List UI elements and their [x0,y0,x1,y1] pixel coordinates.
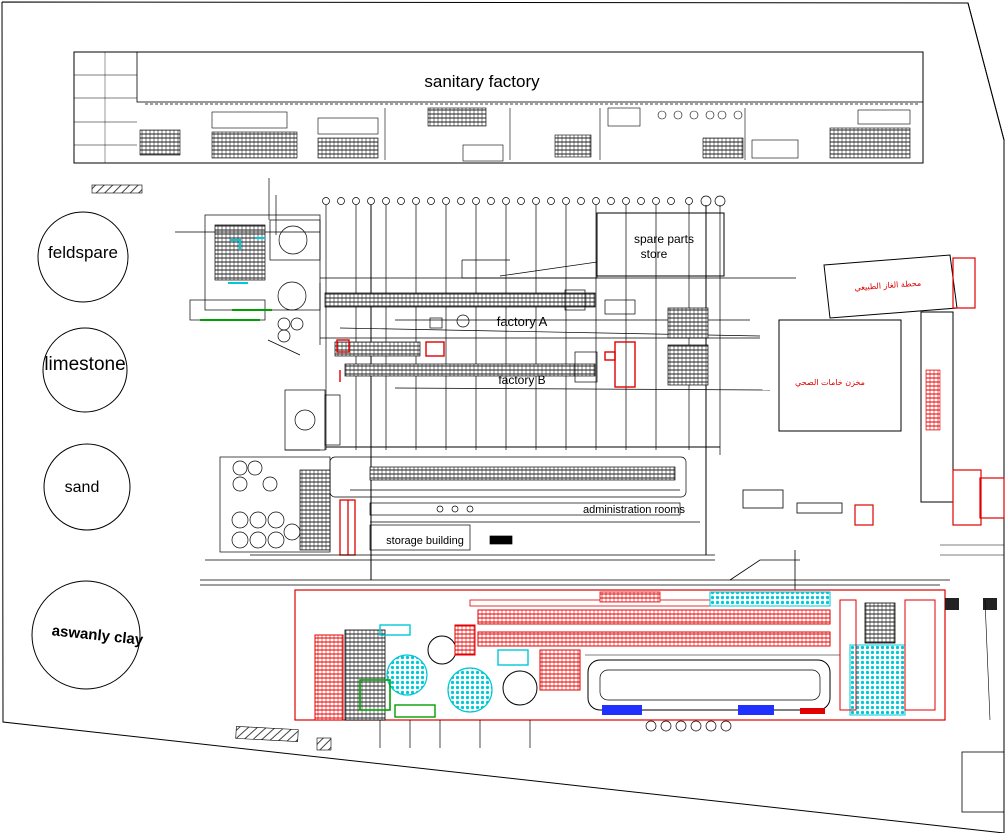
line-3-red [339,499,356,556]
feldspare-pile [37,211,129,303]
sand-pile [43,443,131,531]
factory-a-label: factory A [497,314,548,329]
feldspare-label: feldspare [48,243,118,262]
gate-structure [961,751,1005,813]
hatched-pad-small [316,737,332,751]
factory-b-label: factory B [498,373,545,387]
spare-parts-label-line1: spare parts [634,232,694,246]
sanitary-factory-building [73,51,924,164]
batching-plant-middle [284,389,341,451]
admin-strip [205,502,715,561]
sanitary-raw-materials-store [778,319,902,432]
red-equipment-right [925,369,941,431]
gas-station-label: محطة الغاز الطبيعي [854,279,921,293]
sand-label: sand [65,479,100,496]
production-line-3 [219,456,687,553]
green-ducts-top [200,309,272,321]
aswanly-clay-label: aswanly clay [51,622,145,649]
spare-parts-label-line2: store [641,247,668,261]
hatched-pad-bottom [235,726,299,742]
factory-b-line [320,337,771,391]
red-outline-right-2 [952,469,982,526]
bottom-factory [200,579,997,748]
factory-a-line [319,283,761,345]
sanitary-factory-label: sanitary factory [424,72,540,91]
aswanly-clay-pile [31,580,141,690]
ramp [461,260,598,279]
column-grid [268,178,726,580]
factory-b-red [336,339,636,388]
limestone-pile [42,327,128,413]
hatched-slab [91,184,143,194]
limestone-label: limestone [44,354,125,375]
gas-station-red-outline [952,257,976,309]
raw-materials-store-label: مخزن خامات الصحي [795,378,865,387]
administration-rooms-label: administration rooms [583,504,686,516]
spare-parts-store [596,212,725,277]
cyan-ducts-top [228,237,265,284]
small-building-mid-right [742,489,784,509]
batching-plant-top [175,214,321,356]
storage-building-label: storage building [386,535,464,547]
vertical-building-right [920,311,954,503]
